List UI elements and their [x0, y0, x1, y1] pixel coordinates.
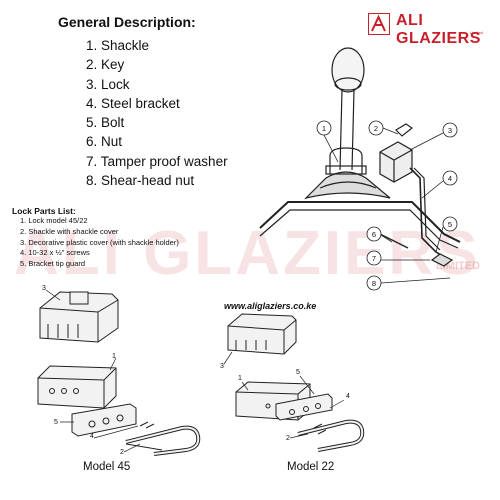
list-item: 6. Nut — [86, 134, 123, 150]
model-45-caption: Model 45 — [83, 461, 131, 473]
m45-label-3: 3 — [42, 285, 46, 292]
model-22-diagram: 3 1 5 4 2 — [220, 313, 365, 452]
general-description-list: 1. Shackle 2. Key 3. Lock 4. Steel brack… — [86, 36, 228, 190]
general-description-title: General Description: — [58, 14, 196, 30]
m22-label-4: 4 — [346, 393, 350, 400]
list-item: 5. Bracket tip guard — [20, 259, 86, 269]
callout-3: 3 — [448, 126, 452, 135]
m45-label-4: 4 — [90, 433, 94, 440]
list-item: 5. Bolt — [86, 115, 125, 131]
callout-7: 7 — [372, 254, 376, 263]
m45-label-2: 2 — [120, 449, 124, 456]
model-45-diagram: 3 1 5 4 2 — [37, 285, 201, 456]
logo-subtext: Limited — [470, 30, 483, 35]
m22-label-3: 3 — [220, 363, 224, 370]
list-item: 3. Lock — [86, 76, 130, 92]
list-item: 8. Shear-head nut — [86, 173, 195, 189]
m22-label-1: 1 — [238, 375, 242, 382]
list-item: 1. Lock model 45/22 — [20, 216, 88, 225]
callout-5: 5 — [448, 220, 452, 229]
callout-4: 4 — [448, 174, 452, 183]
callout-2: 2 — [374, 124, 378, 133]
list-item: 7. Tamper proof washer — [86, 153, 228, 169]
shifter-lock-diagram: 1 2 3 4 5 6 7 8 — [259, 47, 461, 291]
logo-text: ALI GLAZIERS — [396, 12, 481, 47]
model-22-caption: Model 22 — [287, 461, 335, 473]
list-item: 2. Key — [86, 57, 125, 73]
m45-label-5: 5 — [54, 419, 58, 426]
m22-label-5: 5 — [296, 369, 300, 376]
m22-label-2: 2 — [286, 435, 290, 442]
callout-8: 8 — [372, 279, 376, 288]
logo-icon — [368, 13, 390, 35]
lock-parts-title: Lock Parts List: — [12, 206, 76, 216]
m45-label-1: 1 — [112, 353, 116, 360]
website-url: www.aliglaziers.co.ke — [224, 301, 317, 311]
callout-1: 1 — [322, 124, 326, 133]
lock-parts-list: 1. Lock model 45/22 2. Shackle with shac… — [20, 216, 179, 270]
list-item: 4. Steel bracket — [86, 95, 180, 111]
list-item: 4. 10-32 x ½" screws — [20, 248, 90, 258]
watermark: ALI GLAZIERS — [14, 219, 481, 288]
list-item: 1. Shackle — [86, 38, 150, 53]
list-item: 2. Shackle with shackle cover — [20, 226, 119, 236]
list-item: 3. Decorative plastic cover (with shackl… — [20, 237, 179, 247]
callout-6: 6 — [372, 230, 376, 239]
